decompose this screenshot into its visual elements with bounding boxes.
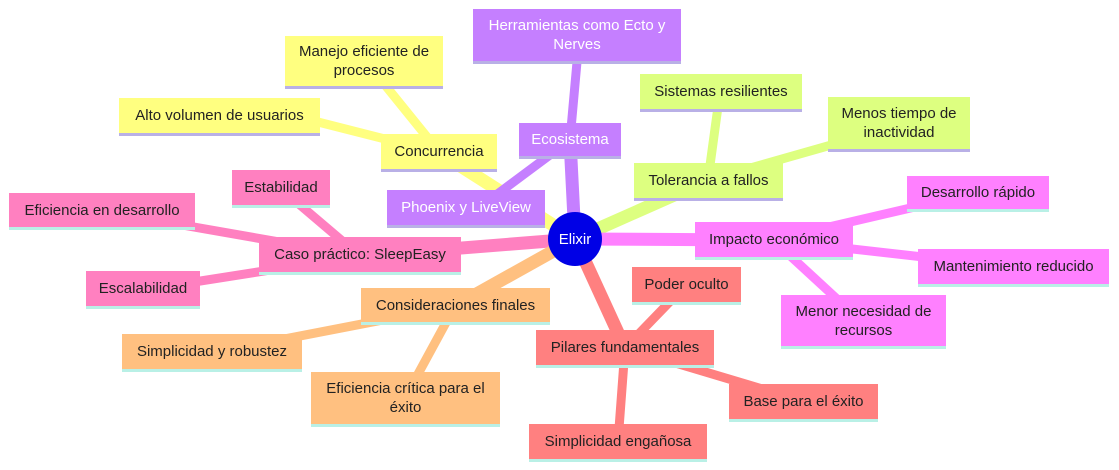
node-simplicidad-robustez[interactable]: Simplicidad y robustez bbox=[122, 334, 302, 372]
node-manejo-eficiente-procesos[interactable]: Manejo eficiente de procesos bbox=[285, 36, 443, 89]
node-eficiencia-desarrollo[interactable]: Eficiencia en desarrollo bbox=[9, 193, 195, 230]
node-base-para-exito[interactable]: Base para el éxito bbox=[729, 384, 878, 422]
node-herramientas-ecto-nerves[interactable]: Herramientas como Ecto y Nerves bbox=[473, 9, 681, 64]
node-phoenix-liveview[interactable]: Phoenix y LiveView bbox=[387, 190, 545, 228]
node-menos-tiempo-inactividad[interactable]: Menos tiempo de inactividad bbox=[828, 97, 970, 152]
node-alto-volumen-usuarios[interactable]: Alto volumen de usuarios bbox=[119, 98, 320, 136]
node-sistemas-resilientes[interactable]: Sistemas resilientes bbox=[640, 74, 802, 112]
node-simplicidad-enganosa[interactable]: Simplicidad engañosa bbox=[529, 424, 707, 462]
node-root-elixir[interactable]: Elixir bbox=[548, 212, 602, 266]
node-caso-practico-sleepeasy[interactable]: Caso práctico: SleepEasy bbox=[259, 237, 461, 275]
node-tolerancia-fallos[interactable]: Tolerancia a fallos bbox=[634, 163, 783, 201]
node-escalabilidad[interactable]: Escalabilidad bbox=[86, 271, 200, 309]
node-desarrollo-rapido[interactable]: Desarrollo rápido bbox=[907, 176, 1049, 212]
node-poder-oculto[interactable]: Poder oculto bbox=[632, 267, 741, 305]
node-concurrencia[interactable]: Concurrencia bbox=[381, 134, 497, 172]
node-consideraciones-finales[interactable]: Consideraciones finales bbox=[361, 288, 550, 325]
node-ecosistema[interactable]: Ecosistema bbox=[519, 123, 621, 159]
node-eficiencia-critica-exito[interactable]: Eficiencia crítica para el éxito bbox=[311, 372, 500, 427]
node-pilares-fundamentales[interactable]: Pilares fundamentales bbox=[536, 330, 714, 368]
node-impacto-economico[interactable]: Impacto económico bbox=[695, 222, 853, 260]
node-estabilidad[interactable]: Estabilidad bbox=[232, 170, 330, 208]
node-menor-necesidad-recursos[interactable]: Menor necesidad de recursos bbox=[781, 295, 946, 349]
node-mantenimiento-reducido[interactable]: Mantenimiento reducido bbox=[918, 249, 1109, 287]
